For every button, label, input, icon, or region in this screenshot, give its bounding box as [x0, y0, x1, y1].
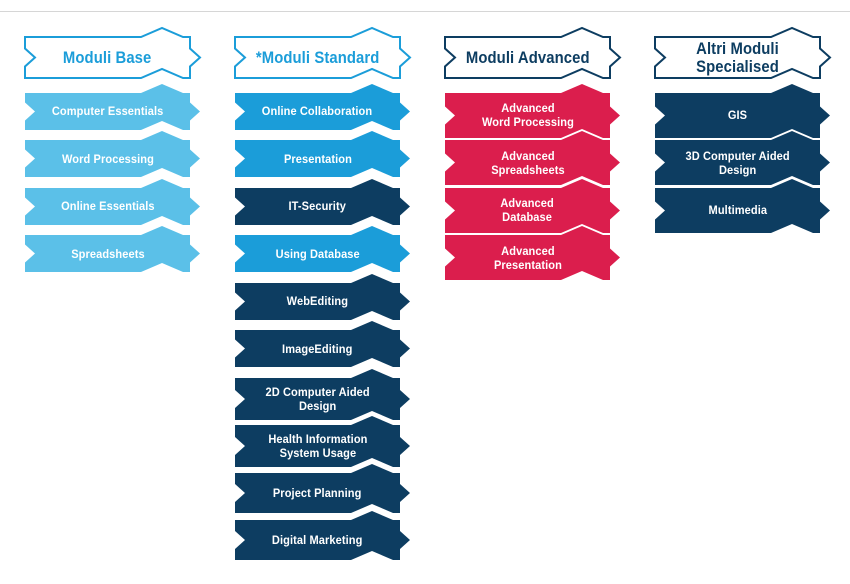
module-advanced-spreadsheets: Advanced Spreadsheets [445, 131, 621, 185]
top-divider [0, 11, 850, 12]
banner-shape [235, 463, 410, 513]
module-advanced-word-processing: Advanced Word Processing [445, 83, 621, 138]
column-header-moduli-standard: *Moduli Standard [234, 26, 412, 79]
module-advanced-database: Advanced Database [445, 178, 621, 233]
banner-shape [25, 226, 200, 272]
banner-shape [25, 178, 200, 225]
banner-shape [235, 321, 410, 367]
banner-shape [25, 131, 200, 177]
module-digital-marketing: Digital Marketing [235, 511, 411, 560]
banner-shape [235, 226, 410, 272]
module-2d-computer-aided-design: 2D Computer Aided Design [235, 368, 411, 420]
module-computer-essentials: Computer Essentials [25, 83, 201, 130]
banner-shape [235, 83, 410, 130]
column-header-moduli-base: Moduli Base [24, 26, 202, 79]
module-online-essentials: Online Essentials [25, 178, 201, 225]
banner-shape [25, 83, 200, 130]
banner-shape [235, 273, 410, 320]
module-advanced-presentation: Advanced Presentation [445, 226, 621, 280]
banner-shape [235, 511, 410, 560]
banner-shape [655, 83, 830, 138]
module-presentation: Presentation [235, 131, 411, 177]
banner-shape [445, 226, 620, 280]
module-webediting: WebEditing [235, 273, 411, 320]
banner-shape [445, 83, 620, 138]
banner-shape [235, 178, 410, 225]
module-imageediting: ImageEditing [235, 321, 411, 367]
column-header-moduli-advanced: Moduli Advanced [444, 26, 622, 79]
banner-shape [234, 26, 412, 79]
banner-shape [235, 131, 410, 177]
module-project-planning: Project Planning [235, 463, 411, 513]
module-3d-computer-aided-design: 3D Computer Aided Design [655, 131, 831, 185]
module-health-information-system-usage: Health Information System Usage [235, 416, 411, 467]
module-online-collaboration: Online Collaboration [235, 83, 411, 130]
banner-shape [655, 178, 830, 233]
banner-shape [444, 26, 622, 79]
banner-shape [445, 131, 620, 185]
banner-shape [24, 26, 202, 79]
banner-shape [445, 178, 620, 233]
column-header-altri-moduli-specialised: Altri Moduli Specialised [654, 26, 832, 79]
module-multimedia: Multimedia [655, 178, 831, 233]
banner-shape [235, 416, 410, 467]
module-spreadsheets: Spreadsheets [25, 226, 201, 272]
banner-shape [654, 26, 832, 79]
module-gis: GIS [655, 83, 831, 138]
module-it-security: IT-Security [235, 178, 411, 225]
module-word-processing: Word Processing [25, 131, 201, 177]
module-using-database: Using Database [235, 226, 411, 272]
banner-shape [655, 131, 830, 185]
banner-shape [235, 368, 410, 420]
